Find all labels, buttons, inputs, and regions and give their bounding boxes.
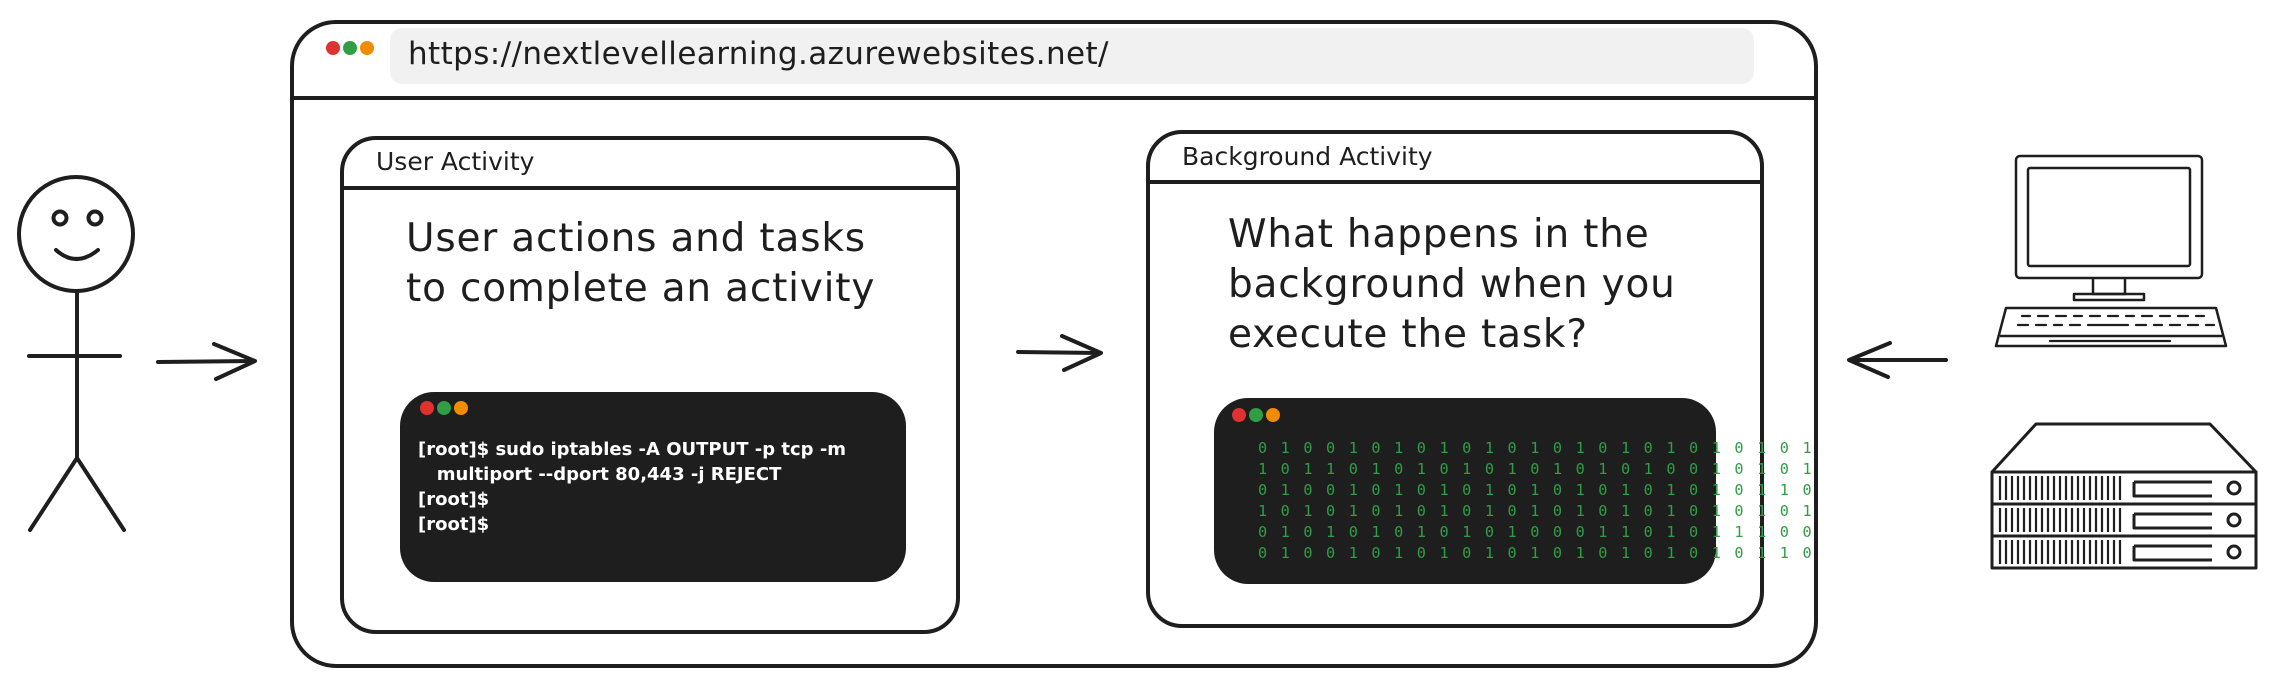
binary-output: 0 1 0 0 1 0 1 0 1 0 1 0 1 0 1 0 1 0 1 0 … [1258, 438, 1814, 564]
close-dot-icon [420, 401, 434, 415]
close-dot-icon[interactable] [326, 41, 340, 55]
user-activity-divider [340, 186, 960, 190]
background-activity-title: Background Activity [1182, 142, 1433, 171]
minimize-dot-icon[interactable] [343, 41, 357, 55]
window-controls[interactable] [326, 40, 386, 56]
maximize-dot-icon [1266, 408, 1280, 422]
arrow-right-icon [1016, 334, 1103, 372]
browser-window [290, 20, 1818, 668]
maximize-dot-icon [454, 401, 468, 415]
binary-line: 0 1 0 0 1 0 1 0 1 0 1 0 1 0 1 0 1 0 1 0 … [1258, 481, 1814, 499]
background-terminal-controls [1232, 407, 1292, 422]
background-activity-panel [1146, 130, 1764, 628]
user-activity-line: User actions and tasks [406, 216, 866, 261]
desktop-computer-icon [1994, 154, 2228, 348]
binary-line: 1 0 1 1 0 1 0 1 0 1 0 1 0 1 0 1 0 1 0 0 … [1258, 460, 1814, 478]
close-dot-icon [1232, 408, 1246, 422]
terminal-line: [root]$ [418, 489, 490, 510]
background-activity-divider [1146, 180, 1764, 184]
binary-line: 0 1 0 1 0 1 0 1 0 1 0 1 0 0 0 1 1 0 1 0 … [1258, 523, 1814, 541]
background-activity-line: background when you [1228, 262, 1676, 307]
user-activity-panel [340, 136, 960, 634]
maximize-dot-icon[interactable] [360, 41, 374, 55]
background-activity-line: What happens in the [1228, 212, 1650, 257]
browser-toolbar-divider [290, 96, 1818, 100]
minimize-dot-icon [1249, 408, 1263, 422]
background-activity-description: What happens in the background when you … [1228, 210, 1676, 360]
terminal-line: [root]$ [418, 514, 490, 535]
terminal-line: multiport --dport 80,443 -j REJECT [418, 464, 782, 485]
server-rack-icon [1990, 422, 2258, 570]
address-bar[interactable] [390, 28, 1754, 84]
minimize-dot-icon [437, 401, 451, 415]
url-text[interactable]: https://nextlevellearning.azurewebsites.… [408, 36, 1109, 72]
binary-line: 1 0 1 0 1 0 1 0 1 0 1 0 1 0 1 0 1 0 1 0 … [1258, 502, 1814, 520]
arrow-left-icon [1847, 341, 1948, 379]
terminal-line: [root]$ sudo iptables -A OUTPUT -p tcp -… [418, 439, 847, 460]
user-activity-description: User actions and tasks to complete an ac… [406, 214, 875, 314]
user-terminal-controls [420, 400, 480, 415]
background-activity-line: execute the task? [1228, 312, 1588, 357]
background-terminal [1214, 398, 1716, 584]
user-activity-title: User Activity [376, 147, 535, 176]
arrow-right-icon [156, 342, 257, 381]
binary-line: 0 1 0 0 1 0 1 0 1 0 1 0 1 0 1 0 1 0 1 0 … [1258, 544, 1814, 562]
user-terminal-output: [root]$ sudo iptables -A OUTPUT -p tcp -… [418, 437, 846, 537]
stick-figure-icon [17, 175, 135, 532]
user-activity-line: to complete an activity [406, 266, 876, 311]
binary-line: 0 1 0 0 1 0 1 0 1 0 1 0 1 0 1 0 1 0 1 0 … [1258, 439, 1814, 457]
user-terminal [400, 392, 906, 582]
